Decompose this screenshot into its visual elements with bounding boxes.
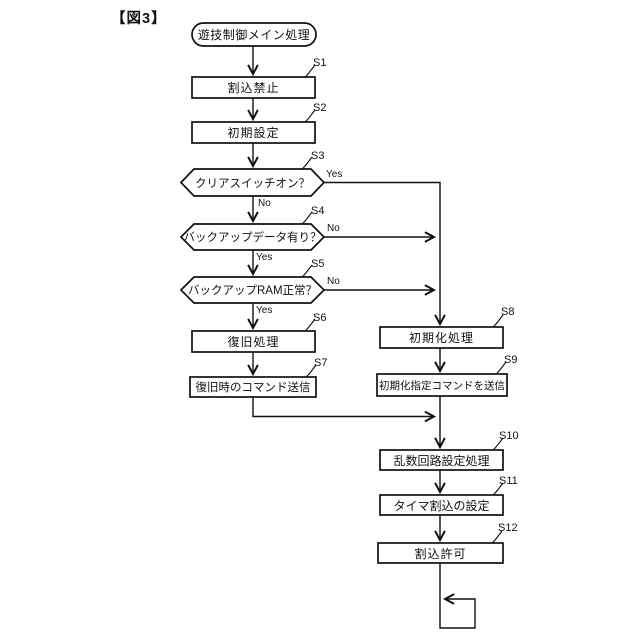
- shape-s8-process: [379, 326, 504, 349]
- step-id-s9: S9: [504, 354, 518, 366]
- flow-node-s10: 乱数回路設定処理: [393, 453, 490, 468]
- shape-s1-process: [191, 76, 316, 99]
- flow-connectors: [252, 46, 476, 629]
- branch-label-s3-yes: Yes: [326, 169, 343, 180]
- step-id-s1: S1: [313, 57, 327, 69]
- step-id-leaders: [292, 64, 507, 546]
- branch-label-s4-no: No: [327, 223, 340, 234]
- step-id-s6: S6: [313, 312, 327, 324]
- edge-s3-yes-to-s8: [324, 181, 440, 325]
- branch-label-s3-no: No: [258, 198, 271, 209]
- flow-node-s1: 割込禁止: [227, 81, 280, 95]
- branch-label-s4-yes: Yes: [256, 252, 273, 263]
- flow-node-s9: 初期化指定コマンドを送信: [379, 379, 505, 392]
- step-id-s4: S4: [311, 205, 325, 217]
- flow-node-s4: バックアップデータ有り？: [183, 232, 322, 244]
- shape-s3-decision: [179, 168, 326, 197]
- step-id-s3: S3: [311, 150, 325, 162]
- shape-s12-process: [377, 542, 504, 564]
- step-id-s12: S12: [498, 522, 518, 534]
- flow-node-s12: 割込許可: [414, 546, 467, 561]
- flow-node-s8: 初期化処理: [408, 331, 474, 345]
- shape-s9-process: [376, 373, 508, 397]
- step-id-s2: S2: [313, 102, 327, 114]
- shape-s7-process: [189, 376, 317, 398]
- flow-node-s5: バックアップRAM正常？: [187, 285, 318, 297]
- flow-node-s7: 復旧時のコマンド送信: [195, 382, 311, 394]
- branch-label-s5-no: No: [327, 276, 340, 287]
- shape-s2-process: [191, 121, 316, 144]
- step-id-s5: S5: [311, 258, 325, 270]
- shape-s11-process: [379, 494, 504, 516]
- step-id-s8: S8: [501, 306, 515, 318]
- edge-main-loop: [439, 563, 476, 629]
- shape-s6-process: [191, 330, 316, 353]
- step-id-s11: S11: [499, 475, 518, 487]
- figure-label: 【図3】: [111, 11, 167, 27]
- step-id-s7: S7: [314, 357, 328, 369]
- flow-node-s3: クリアスイッチオン？: [195, 177, 310, 190]
- flow-node-start: 遊技制御メイン処理: [197, 28, 311, 42]
- shape-s4-decision: [179, 223, 326, 251]
- flow-node-s11: タイマ割込の設定: [393, 498, 490, 513]
- flow-node-s2: 初期設定: [227, 126, 280, 140]
- flow-shapes: [179, 22, 508, 564]
- edge-s7-merge: [252, 397, 434, 417]
- step-id-s10: S10: [499, 430, 519, 442]
- flow-node-s6: 復旧処理: [227, 335, 280, 349]
- shape-start-terminator: [191, 22, 317, 47]
- branch-label-s5-yes: Yes: [256, 305, 273, 316]
- shape-s10-process: [379, 449, 504, 471]
- shape-s5-decision: [179, 276, 326, 304]
